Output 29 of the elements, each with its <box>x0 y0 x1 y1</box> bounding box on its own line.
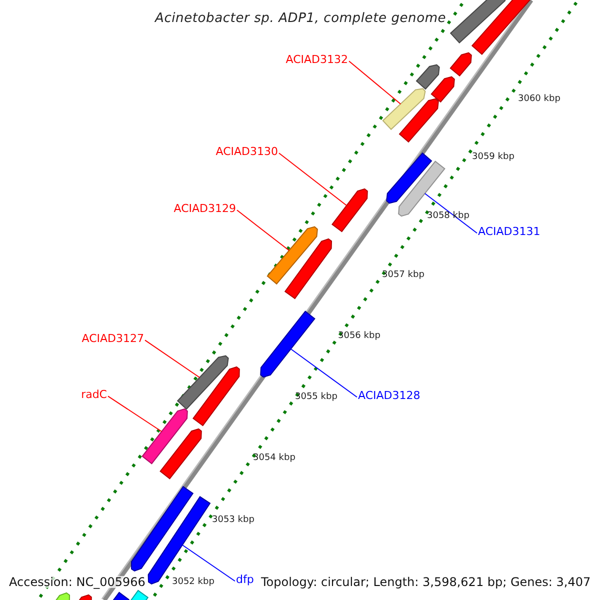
leader-line <box>424 192 478 234</box>
scale-label: 3054 kbp <box>253 454 296 463</box>
scale-label: 3057 kbp <box>382 271 424 280</box>
leader-line <box>236 210 290 252</box>
footer-text: Accession: NC_005966 <box>9 576 146 588</box>
gene-block <box>450 0 507 44</box>
gene-label: ACIAD3132 <box>286 54 348 65</box>
gene-label: ACIAD3127 <box>82 333 144 344</box>
scale-label: 3052 kbp <box>172 578 214 587</box>
gene-label: ACIAD3129 <box>174 203 236 214</box>
gene-block <box>471 0 532 55</box>
scale-label: 3056 kbp <box>338 332 380 341</box>
diagram-title: Acinetobacter sp. ADP1, complete genome <box>155 12 446 25</box>
scale-label: 3053 kbp <box>212 516 254 525</box>
leader-line <box>108 396 162 432</box>
gene-label: ACIAD3128 <box>358 390 420 401</box>
leader-line <box>290 348 358 398</box>
gene-label: ACIAD3130 <box>216 146 278 157</box>
footer-text: Topology: circular; Length: 3,598,621 bp; Genes: 3,407 <box>261 576 591 588</box>
leader-line <box>144 340 200 378</box>
gene-label: radC <box>81 389 107 400</box>
leader-line <box>278 152 348 206</box>
gene-block <box>110 592 130 600</box>
gene-label: ACIAD3131 <box>478 226 540 237</box>
scale-label: 3055 kbp <box>295 393 338 402</box>
leader-line <box>182 544 236 582</box>
scale-label: 3059 kbp <box>472 153 514 162</box>
scale-label: 3060 kbp <box>518 95 560 104</box>
scale-label: 3058 kbp <box>427 212 470 221</box>
